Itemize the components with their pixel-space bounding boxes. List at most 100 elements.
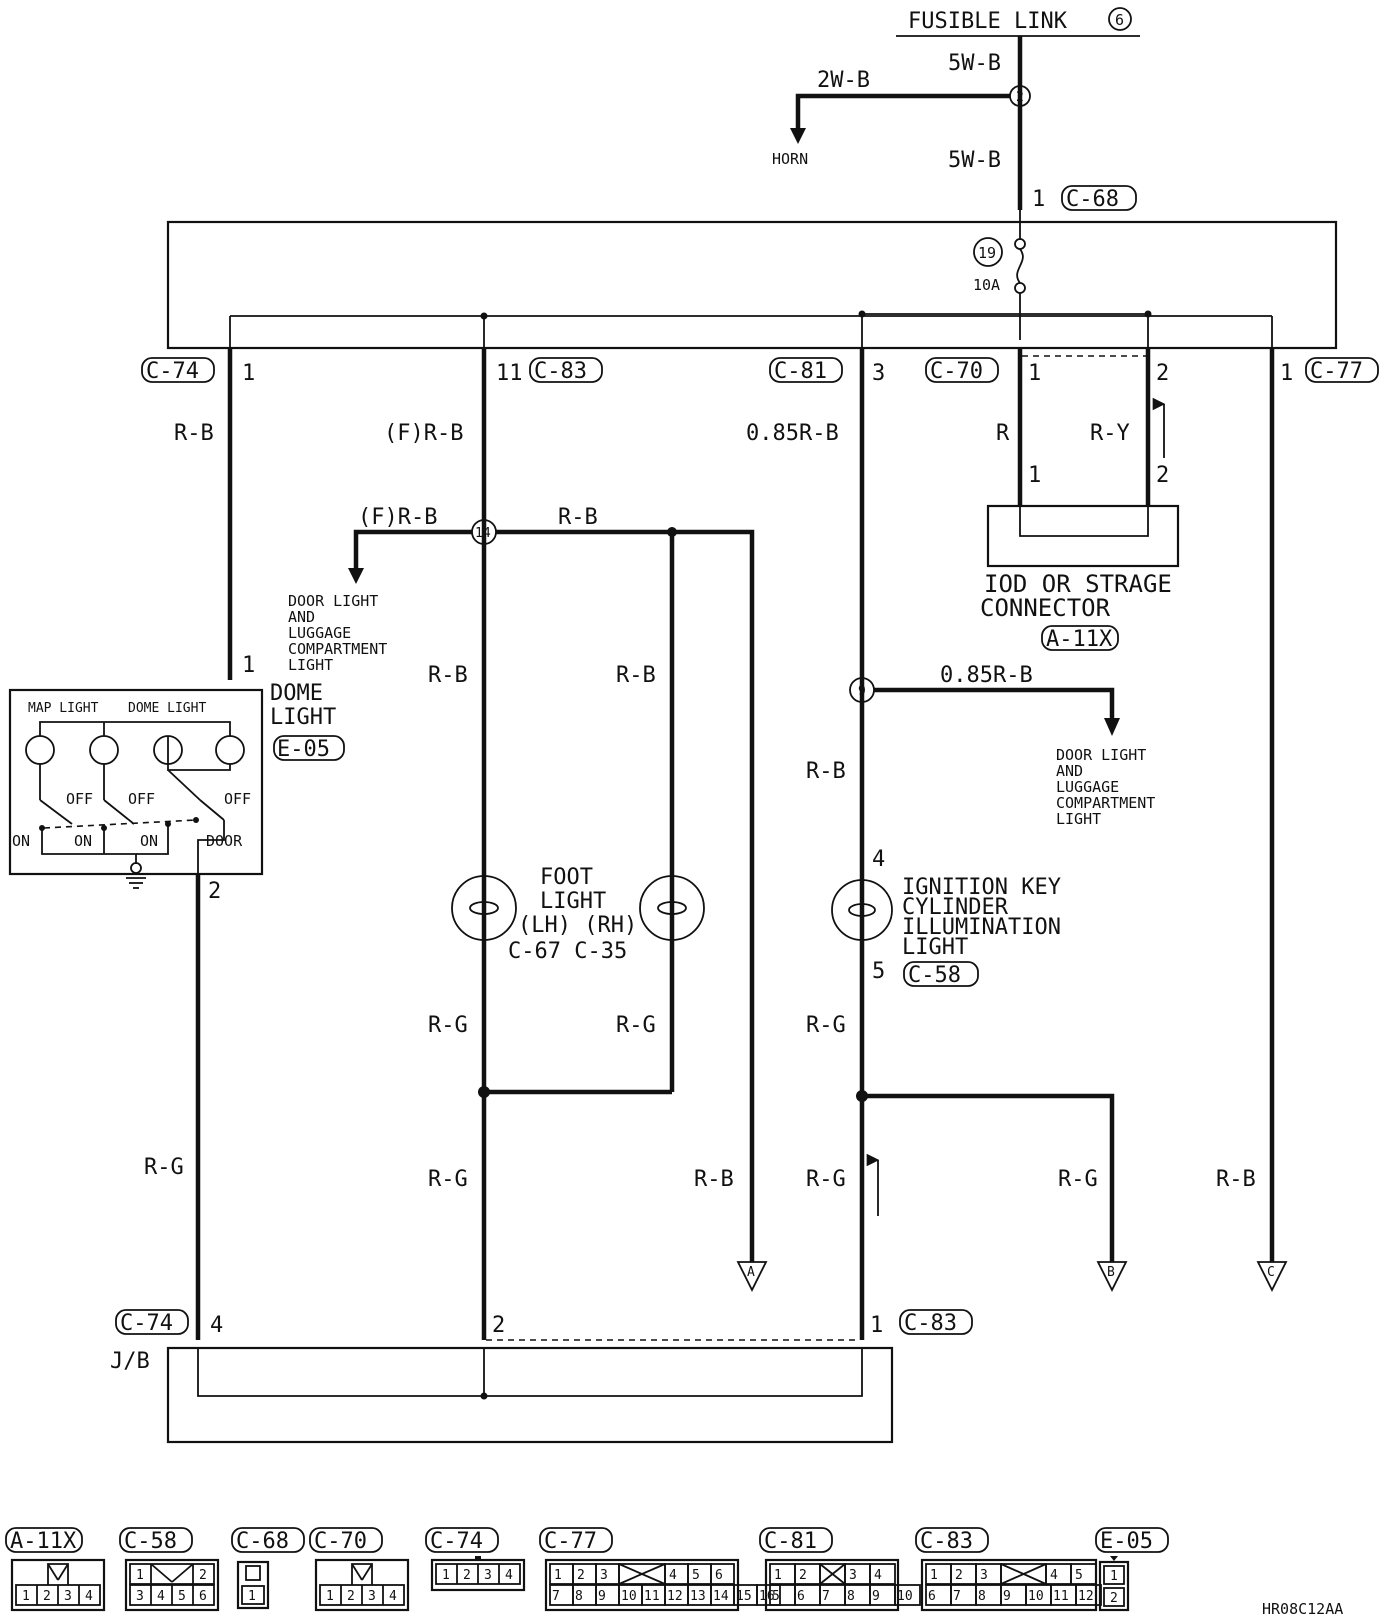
pin-label: 5 xyxy=(1075,1568,1083,1583)
wire-label-rg-to-b: R-G xyxy=(1058,1167,1098,1192)
foot-light-label-3: (LH) (RH) xyxy=(518,913,637,938)
iod-connector-box xyxy=(986,504,1180,568)
wire-label-rg-dome: R-G xyxy=(144,1155,184,1180)
svg-text:COMPARTMENT: COMPARTMENT xyxy=(288,640,387,658)
door-light-left-label: DOOR LIGHT AND LUGGAGE COMPARTMENT LIGHT xyxy=(288,592,387,674)
dome-light-switch-box xyxy=(8,688,264,876)
wire-label-frb: (F)R-B xyxy=(384,421,463,446)
c77-pin-1: 1 xyxy=(1280,361,1293,386)
terminal-a: A xyxy=(747,1265,755,1280)
ign-label-2: CYLINDER xyxy=(902,895,1009,920)
pin-label: 7 xyxy=(953,1589,961,1604)
dome-pin-1: 1 xyxy=(242,653,255,678)
pin-label: 4 xyxy=(669,1568,677,1583)
iod-pin-1: 1 xyxy=(1028,463,1041,488)
pin-label: 10 xyxy=(1028,1589,1044,1604)
wire-label-rb-c74: R-B xyxy=(174,421,214,446)
c74-pin-1: 1 xyxy=(242,361,255,386)
svg-text:C-74: C-74 xyxy=(430,1529,483,1554)
wire-label-rg-foot-lower: R-G xyxy=(428,1167,468,1192)
pin-label: 3 xyxy=(849,1568,857,1583)
pin-label: 1 xyxy=(930,1568,938,1583)
svg-text:E-05: E-05 xyxy=(1100,1529,1153,1554)
svg-text:LIGHT: LIGHT xyxy=(288,656,333,674)
wire-label-r: R xyxy=(996,421,1010,446)
pin-label: 12 xyxy=(1078,1589,1094,1604)
jb-pin-2: 2 xyxy=(492,1313,505,1338)
map-light-label: MAP LIGHT xyxy=(28,701,99,716)
connector-view-c74: C-74 1 2 3 4 xyxy=(425,1527,526,1592)
top-connectors: C-74 1 11 C-83 C-81 3 C-70 1 2 1 C-77 xyxy=(141,357,1379,386)
switch-on-1: ON xyxy=(12,832,30,850)
connector-c74-top-label: C-74 xyxy=(146,359,199,384)
junction-block-top: 19 10A xyxy=(166,210,1338,357)
wire-label-rb-ign: R-B xyxy=(806,759,846,784)
pin-label: 7 xyxy=(552,1589,560,1604)
pin-label: 13 xyxy=(690,1589,706,1604)
pin-label: 4 xyxy=(874,1568,882,1583)
pin-label: 10 xyxy=(621,1589,637,1604)
svg-text:DOOR LIGHT: DOOR LIGHT xyxy=(1056,746,1146,764)
wire-label-ry: R-Y xyxy=(1090,421,1130,446)
iod-label-2: CONNECTOR xyxy=(980,594,1111,622)
dome-light-label-2: LIGHT xyxy=(270,705,336,730)
wire-label-rb-rh: R-B xyxy=(616,663,656,688)
wire-label-rb-foot: R-B xyxy=(558,505,598,530)
c70-pin-1: 1 xyxy=(1028,361,1041,386)
connector-c77-label: C-77 xyxy=(1310,359,1363,384)
fuse-number: 19 xyxy=(978,244,996,262)
svg-text:1: 1 xyxy=(1110,1569,1118,1584)
pin-label: 3 xyxy=(600,1568,608,1583)
pin-label: 5 xyxy=(772,1589,780,1604)
door-light-right-label: DOOR LIGHT AND LUGGAGE COMPARTMENT LIGHT xyxy=(1056,746,1155,828)
wire-label-085rb: 0.85R-B xyxy=(746,421,839,446)
svg-text:1: 1 xyxy=(22,1589,30,1604)
foot-light-rh-bulb xyxy=(639,875,705,941)
ignition-light-circuit: 0.85R-B 9 0.85R-B DOOR LIGHT AND LUGGAGE… xyxy=(746,348,1155,1340)
pin-label: 6 xyxy=(797,1589,805,1604)
svg-text:LIGHT: LIGHT xyxy=(1056,810,1101,828)
connector-e05-label: E-05 xyxy=(277,737,330,762)
svg-text:3: 3 xyxy=(368,1589,376,1604)
foot-light-label-2: LIGHT xyxy=(540,889,606,914)
wire-label-rb-to-a: R-B xyxy=(694,1167,734,1192)
terminal-c: C xyxy=(1267,1265,1275,1280)
svg-text:3: 3 xyxy=(484,1568,492,1583)
switch-off-1: OFF xyxy=(66,790,93,808)
a11x-pins: 1 2 3 4 xyxy=(15,1584,101,1606)
jb-pin-1: 1 xyxy=(870,1313,883,1338)
pin-label: 8 xyxy=(575,1589,583,1604)
c68-pin-1: 1 xyxy=(1032,187,1045,212)
svg-text:4: 4 xyxy=(85,1589,93,1604)
switch-on-3: ON xyxy=(140,832,158,850)
wire-label-rb-lh: R-B xyxy=(428,663,468,688)
svg-text:C-70: C-70 xyxy=(314,1529,367,1554)
splice-9-label: 9 xyxy=(858,684,866,699)
jb-label: J/B xyxy=(110,1349,150,1374)
connector-c70-label: C-70 xyxy=(930,359,983,384)
ign-label-3: ILLUMINATION xyxy=(902,915,1061,940)
svg-text:6: 6 xyxy=(199,1589,207,1604)
dome-pin-2: 2 xyxy=(208,879,221,904)
svg-text:C-58: C-58 xyxy=(124,1529,177,1554)
wire-label-rg-ign-lower: R-G xyxy=(806,1167,846,1192)
svg-text:2: 2 xyxy=(1110,1591,1118,1606)
svg-text:1: 1 xyxy=(326,1589,334,1604)
fuse-rating: 10A xyxy=(973,276,1000,294)
fusible-link-source: FUSIBLE LINK 6 5W-B 2 2W-B HORN 5W-B 1 C… xyxy=(772,7,1140,212)
svg-text:C-77: C-77 xyxy=(544,1529,597,1554)
splice-14-label: 14 xyxy=(475,526,491,541)
pin-label: 2 xyxy=(799,1568,807,1583)
connector-view-c58: C-58 1 2 3 4 5 6 xyxy=(119,1527,220,1612)
horn-label: HORN xyxy=(772,150,808,168)
ign-label-1: IGNITION KEY xyxy=(902,875,1061,900)
svg-text:C-81: C-81 xyxy=(764,1529,817,1554)
svg-text:5: 5 xyxy=(178,1589,186,1604)
pin-label: 10 xyxy=(897,1589,913,1604)
ignition-key-bulb xyxy=(831,879,893,941)
